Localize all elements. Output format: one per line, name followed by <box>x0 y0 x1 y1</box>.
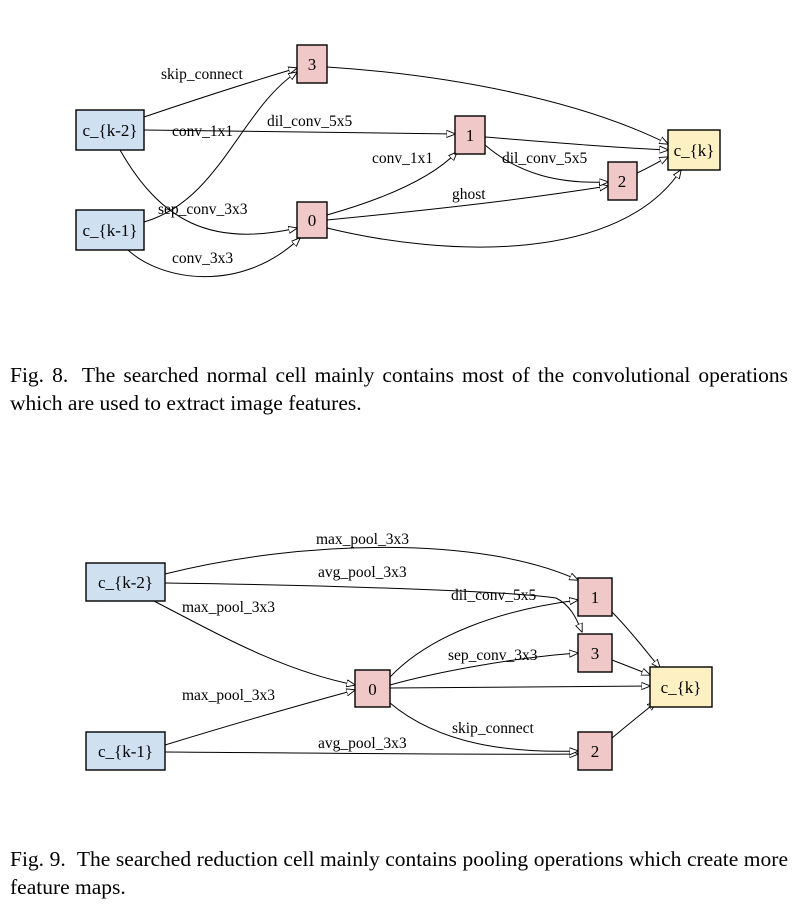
normal-cell-diagram: skip_connect conv_1x1 sep_conv_3x3 dil_c… <box>0 0 797 330</box>
figure-9-caption: Fig. 9. The searched reduction cell main… <box>10 845 788 901</box>
edge-ck2-to-0 <box>149 598 355 685</box>
node-label: 0 <box>308 211 317 230</box>
node-c-k: c_{k} <box>667 129 721 171</box>
edge-0-to-1 <box>389 600 578 678</box>
edge-label-max-pool-3x3-top: max_pool_3x3 <box>316 531 409 548</box>
edge-label-avg-pool-3x3-low: avg_pool_3x3 <box>318 735 407 752</box>
node-label: 2 <box>591 742 600 761</box>
edge-2-to-ck <box>636 157 668 174</box>
node-c-k: c_{k} <box>649 666 713 708</box>
node-c-k-1: c_{k-1} <box>75 209 145 251</box>
edge-0-to-2 <box>389 702 578 751</box>
edge-3-to-ck <box>611 659 650 675</box>
edge-0-to-ck <box>389 686 650 688</box>
edge-label-skip-connect: skip_connect <box>161 66 243 83</box>
edge-ck2-to-3 <box>143 68 297 118</box>
node-label: c_{k-1} <box>98 742 153 761</box>
node-label: c_{k-2} <box>82 121 137 140</box>
edge-0-to-2 <box>326 186 608 221</box>
node-label: c_{k-1} <box>82 221 137 240</box>
edge-label-avg-pool-3x3-top: avg_pool_3x3 <box>318 564 407 581</box>
reduction-cell-diagram: max_pool_3x3 avg_pool_3x3 max_pool_3x3 m… <box>0 505 797 805</box>
edge-ck2-to-1 <box>164 546 578 580</box>
caption-number: Fig. 8. <box>10 363 69 387</box>
node-label: 3 <box>591 644 600 663</box>
edge-1-to-ck <box>611 611 660 668</box>
edge-label-max-pool-3x3-low: max_pool_3x3 <box>182 687 275 704</box>
edge-3-to-ck <box>326 66 668 144</box>
edge-label-conv-1x1: conv_1x1 <box>172 123 233 140</box>
node-label: 0 <box>368 680 377 699</box>
reduction-cell-graph: max_pool_3x3 avg_pool_3x3 max_pool_3x3 m… <box>85 531 713 771</box>
edge-ck2-to-3 <box>164 582 582 632</box>
figure-8-caption: Fig. 8. The searched normal cell mainly … <box>10 361 788 417</box>
edge-label-dil-conv-5x5: dil_conv_5x5 <box>267 113 352 130</box>
node-label: 3 <box>308 55 317 74</box>
normal-cell-graph: skip_connect conv_1x1 sep_conv_3x3 dil_c… <box>75 44 721 278</box>
edge-label-sep-conv-3x3: sep_conv_3x3 <box>448 647 538 664</box>
caption-text: The searched reduction cell mainly conta… <box>10 847 788 899</box>
edge-ck2-to-0 <box>119 149 297 235</box>
caption-number: Fig. 9. <box>10 847 66 871</box>
edge-ck1-to-3 <box>143 72 297 223</box>
node-c-k-2: c_{k-2} <box>85 562 166 602</box>
node-3: 3 <box>296 44 328 84</box>
edge-ck1-to-0 <box>127 238 300 278</box>
edge-0-to-1 <box>326 152 457 216</box>
caption-text: The searched normal cell mainly contains… <box>10 363 788 415</box>
edge-0-to-3 <box>389 653 578 686</box>
node-label: 2 <box>618 172 627 191</box>
node-c-k-2: c_{k-2} <box>75 109 145 151</box>
edge-ck1-to-0 <box>164 690 355 746</box>
node-0: 0 <box>354 669 391 708</box>
node-label: c_{k} <box>674 141 715 160</box>
node-label: c_{k-2} <box>98 573 153 592</box>
edge-ck2-to-1 <box>143 129 455 134</box>
edge-label-skip-connect: skip_connect <box>452 720 534 737</box>
edge-1-to-2 <box>484 144 608 182</box>
node-3: 3 <box>577 633 613 673</box>
node-1: 1 <box>454 115 486 155</box>
edge-label-dil-conv-5x5-b: dil_conv_5x5 <box>502 150 587 167</box>
edge-label-max-pool-3x3-mid: max_pool_3x3 <box>182 599 275 616</box>
node-0: 0 <box>296 201 328 239</box>
edge-label-ghost: ghost <box>452 186 486 203</box>
node-label: 1 <box>591 588 600 607</box>
edge-0-to-ck <box>326 170 681 248</box>
edge-label-dil-conv-5x5: dil_conv_5x5 <box>451 587 536 604</box>
node-2: 2 <box>607 161 638 201</box>
node-c-k-1: c_{k-1} <box>85 731 166 771</box>
edge-label-conv-3x3: conv_3x3 <box>172 250 233 267</box>
edge-ck1-to-2 <box>164 752 578 754</box>
node-label: 1 <box>466 126 475 145</box>
node-1: 1 <box>577 577 613 617</box>
edge-label-conv-1x1-b: conv_1x1 <box>372 150 433 167</box>
edge-label-sep-conv-3x3: sep_conv_3x3 <box>158 201 248 218</box>
node-2: 2 <box>577 731 613 771</box>
edge-1-to-ck <box>484 136 668 150</box>
node-label: c_{k} <box>661 678 702 697</box>
